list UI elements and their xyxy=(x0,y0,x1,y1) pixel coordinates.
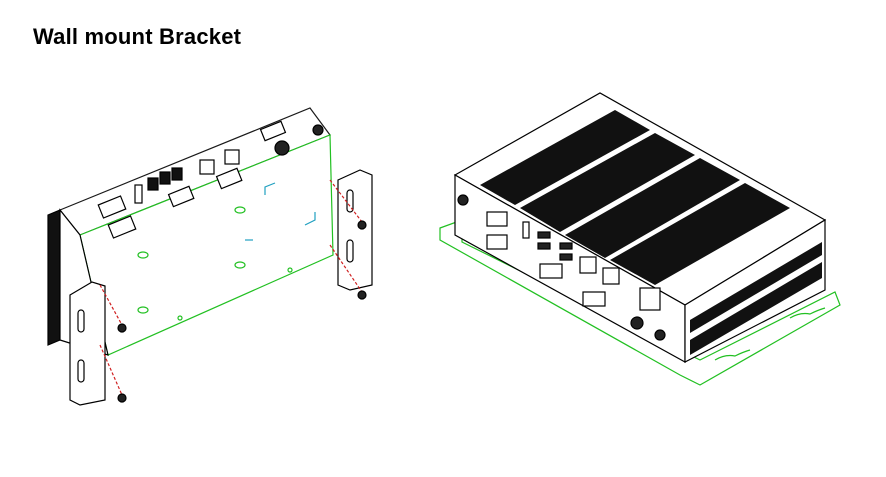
section-title: Wall mount Bracket xyxy=(33,24,242,49)
figure-assembled xyxy=(439,92,841,386)
screw-icon xyxy=(117,220,367,403)
bracket-right xyxy=(337,169,373,291)
bracket-left xyxy=(69,281,106,406)
figure-bottom-view xyxy=(47,107,373,406)
